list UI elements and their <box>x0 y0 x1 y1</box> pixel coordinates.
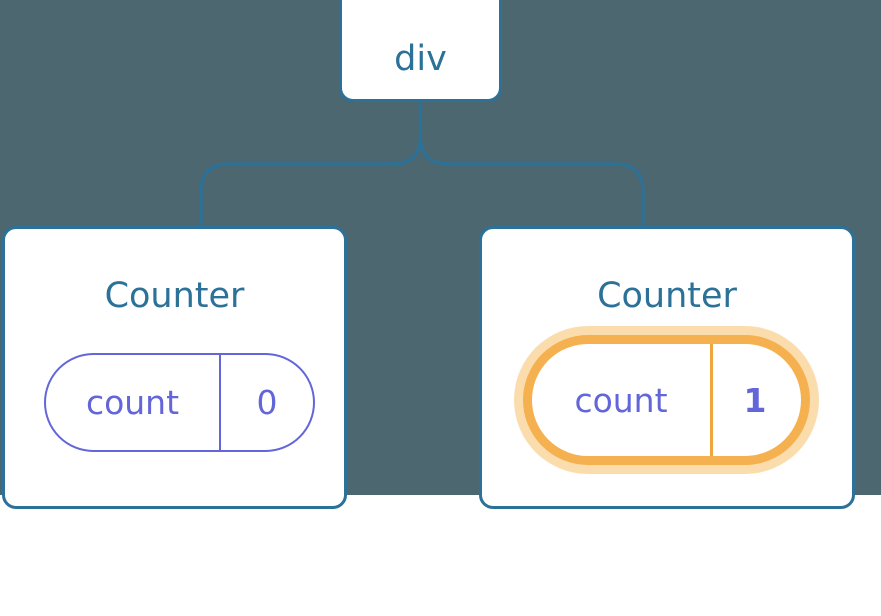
node-counter-left-label: Counter <box>104 276 245 316</box>
node-div-label: div <box>394 39 447 79</box>
state-key-left: count <box>85 383 180 422</box>
state-pill-right-wrapper: count 1 <box>523 335 810 465</box>
state-value-left: 0 <box>256 383 278 422</box>
state-key-cell-right: count <box>532 344 713 456</box>
state-value-right: 1 <box>743 380 767 420</box>
state-key-right: count <box>574 380 668 420</box>
node-counter-left[interactable]: Counter count 0 <box>2 226 347 509</box>
diagram-canvas: div Counter count 0 Counter count <box>0 0 881 509</box>
node-div[interactable]: div <box>339 0 502 102</box>
state-pill-left-wrapper: count 0 <box>44 353 315 452</box>
node-counter-right-label: Counter <box>597 276 737 316</box>
state-pill-left[interactable]: count 0 <box>44 353 315 452</box>
node-counter-right[interactable]: Counter count 1 <box>479 226 855 509</box>
state-value-cell-right: 1 <box>713 344 797 456</box>
state-value-cell-left: 0 <box>221 355 313 450</box>
state-pill-right-highlighted[interactable]: count 1 <box>523 335 810 465</box>
state-key-cell-left: count <box>46 355 221 450</box>
